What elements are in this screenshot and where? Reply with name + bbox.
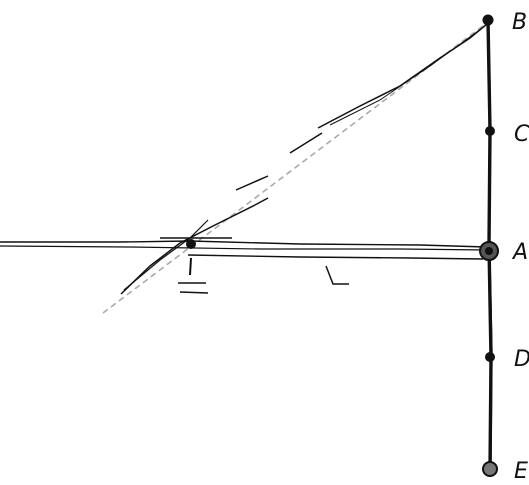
point-middle-inner — [485, 247, 493, 255]
point-top — [482, 14, 494, 26]
horizontal-line-segment-below — [187, 254, 484, 260]
point-upper — [485, 126, 495, 136]
segment-label-glyph — [325, 265, 349, 285]
vertical-axis-stroke-2 — [489, 254, 493, 469]
point-bottom — [482, 461, 498, 477]
label-upper: C — [514, 122, 529, 147]
diagonal-line-lower — [120, 197, 269, 295]
label-middle: A — [511, 240, 528, 265]
diagonal-line-upper — [317, 23, 488, 129]
label-bottom: E — [514, 459, 528, 484]
marker-tick — [189, 257, 192, 276]
horizontal-line-lower — [0, 245, 489, 251]
marker-label: 1 — [184, 257, 197, 281]
intersection-point — [186, 239, 196, 249]
horizontal-line-upper — [0, 240, 487, 248]
label-top: B — [512, 10, 527, 35]
diagonal-dash-2 — [289, 132, 323, 154]
diagonal-line-upper-2 — [329, 25, 486, 126]
diagonal-line-lower-2 — [123, 219, 209, 291]
point-lower — [485, 352, 495, 362]
diagonal-dash-1 — [235, 175, 269, 191]
marker-underline — [178, 282, 209, 294]
segment-label: L — [326, 265, 337, 289]
label-lower: D — [514, 347, 529, 372]
